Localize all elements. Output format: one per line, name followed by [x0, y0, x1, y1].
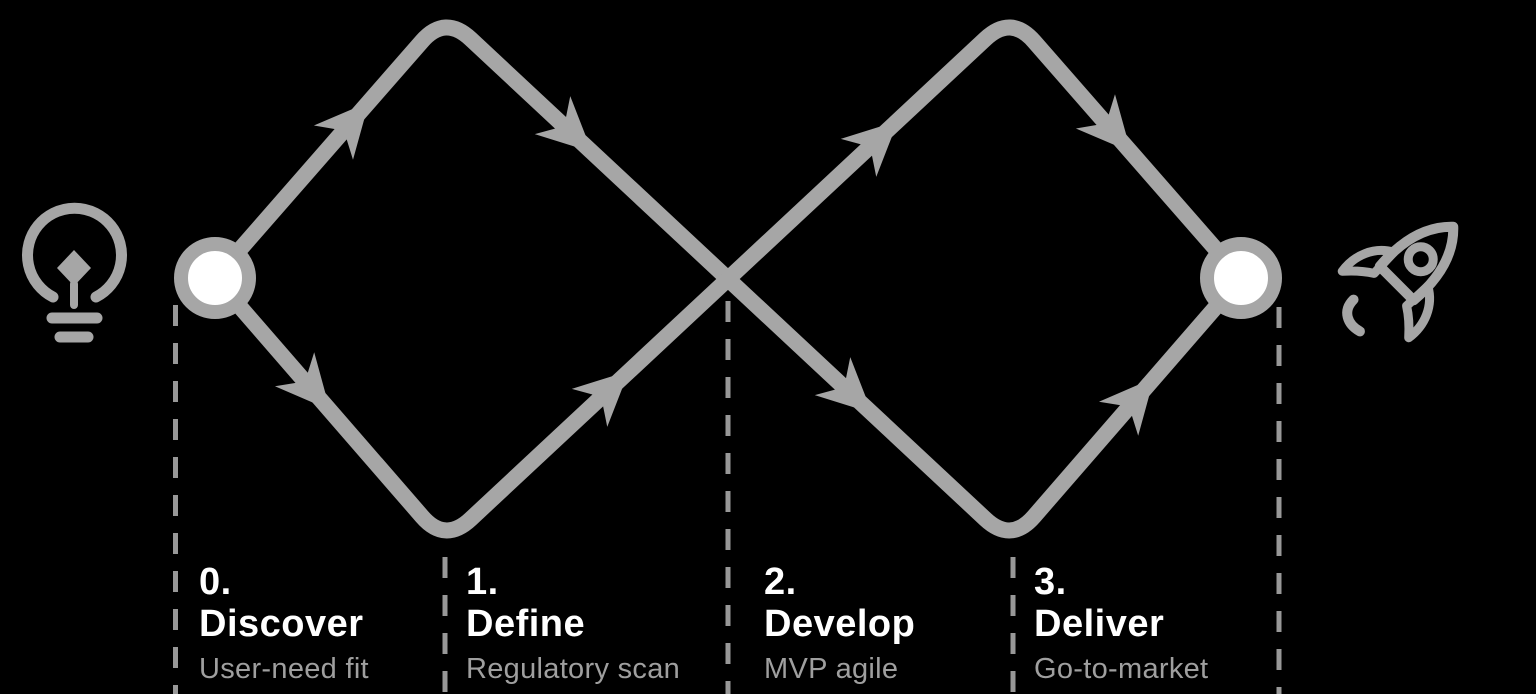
phase-block-define: 1. Define Regulatory scan	[466, 561, 680, 686]
flow-arrow-icon	[1075, 94, 1131, 152]
phase-subtitle: Go-to-market	[1034, 653, 1209, 685]
lightbulb-icon	[22, 202, 127, 343]
phase-block-develop: 2. Develop MVP agile	[764, 561, 915, 686]
phase-block-discover: 0. Discover User-need fit	[199, 561, 369, 686]
phase-number: 1.	[466, 561, 499, 603]
phase-subtitle: User-need fit	[199, 653, 369, 685]
flow-path-lower	[208, 19, 1248, 539]
phase-name: Develop	[764, 603, 916, 645]
rocket-icon	[1337, 221, 1459, 343]
phase-number: 3.	[1034, 561, 1067, 603]
phase-name: Define	[466, 603, 586, 645]
phase-number: 0.	[199, 561, 232, 603]
flow-arrow-icon	[571, 371, 629, 427]
phase-number: 2.	[764, 561, 797, 603]
flow-arrow-icon	[313, 102, 369, 160]
end-node-circle	[1200, 237, 1282, 319]
start-node-circle	[174, 237, 256, 319]
flow-arrow-icon	[274, 352, 330, 410]
flow-arrow-icon	[534, 96, 592, 152]
flow-arrow-icon	[840, 121, 898, 177]
flow-arrow-icon	[814, 357, 872, 413]
flow-arrow-icon	[1098, 378, 1154, 436]
phase-subtitle: Regulatory scan	[466, 653, 681, 685]
phase-subtitle: MVP agile	[764, 653, 899, 685]
phase-name: Discover	[199, 603, 364, 645]
phase-name: Deliver	[1034, 603, 1165, 645]
phase-block-deliver: 3. Deliver Go-to-market	[1034, 561, 1208, 686]
